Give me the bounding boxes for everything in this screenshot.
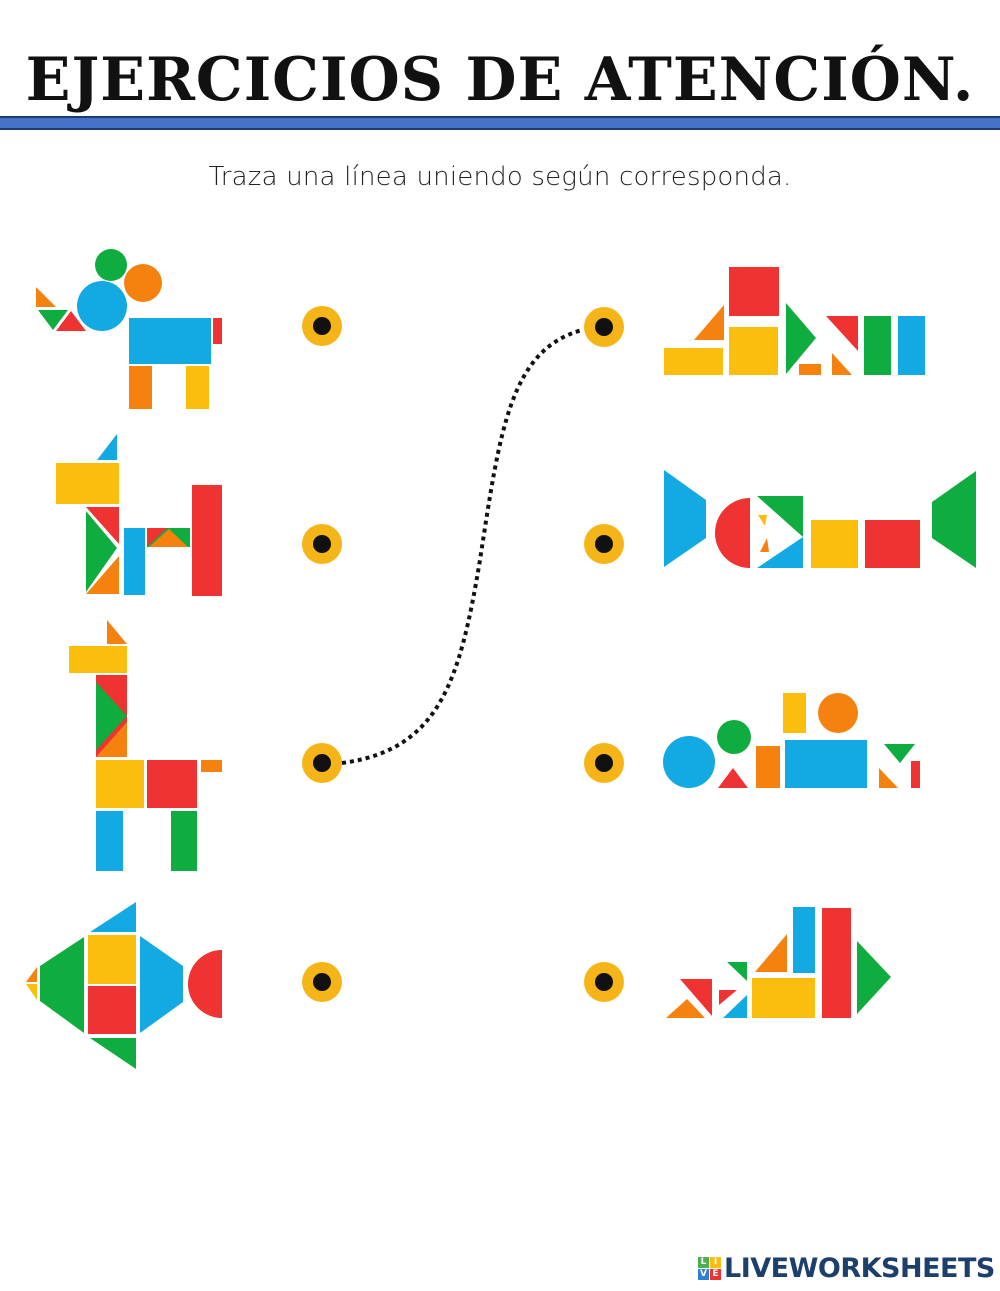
page-title: EJERCICIOS DE ATENCIÓN.: [25, 45, 975, 115]
right-dot-3[interactable]: [584, 743, 624, 783]
right-dot-4[interactable]: [584, 962, 624, 1002]
right-dot-1[interactable]: [584, 307, 624, 347]
logo-text: LIVEWORKSHEETS: [724, 1252, 995, 1284]
dog-figure: [56, 434, 222, 596]
elephant-figure: [36, 249, 222, 409]
scattered-pieces-1: [664, 267, 925, 375]
giraffe-figure: [69, 620, 222, 871]
right-dot-2[interactable]: [584, 524, 624, 564]
live-logo-icon: L I V E: [698, 1256, 721, 1280]
left-dot-1[interactable]: [302, 306, 342, 346]
fish-figure: [26, 902, 222, 1069]
scattered-pieces-2: [664, 470, 976, 568]
left-dot-2[interactable]: [302, 524, 342, 564]
scattered-pieces-3: [663, 693, 920, 788]
scattered-pieces-4: [666, 907, 891, 1018]
left-dot-4[interactable]: [302, 962, 342, 1002]
left-dot-3[interactable]: [302, 743, 342, 783]
liveworksheets-logo: L I V E LIVEWORKSHEETS: [698, 1252, 995, 1284]
title-divider: [0, 116, 1000, 130]
instruction-text: Traza una línea uniendo según correspond…: [208, 162, 792, 192]
